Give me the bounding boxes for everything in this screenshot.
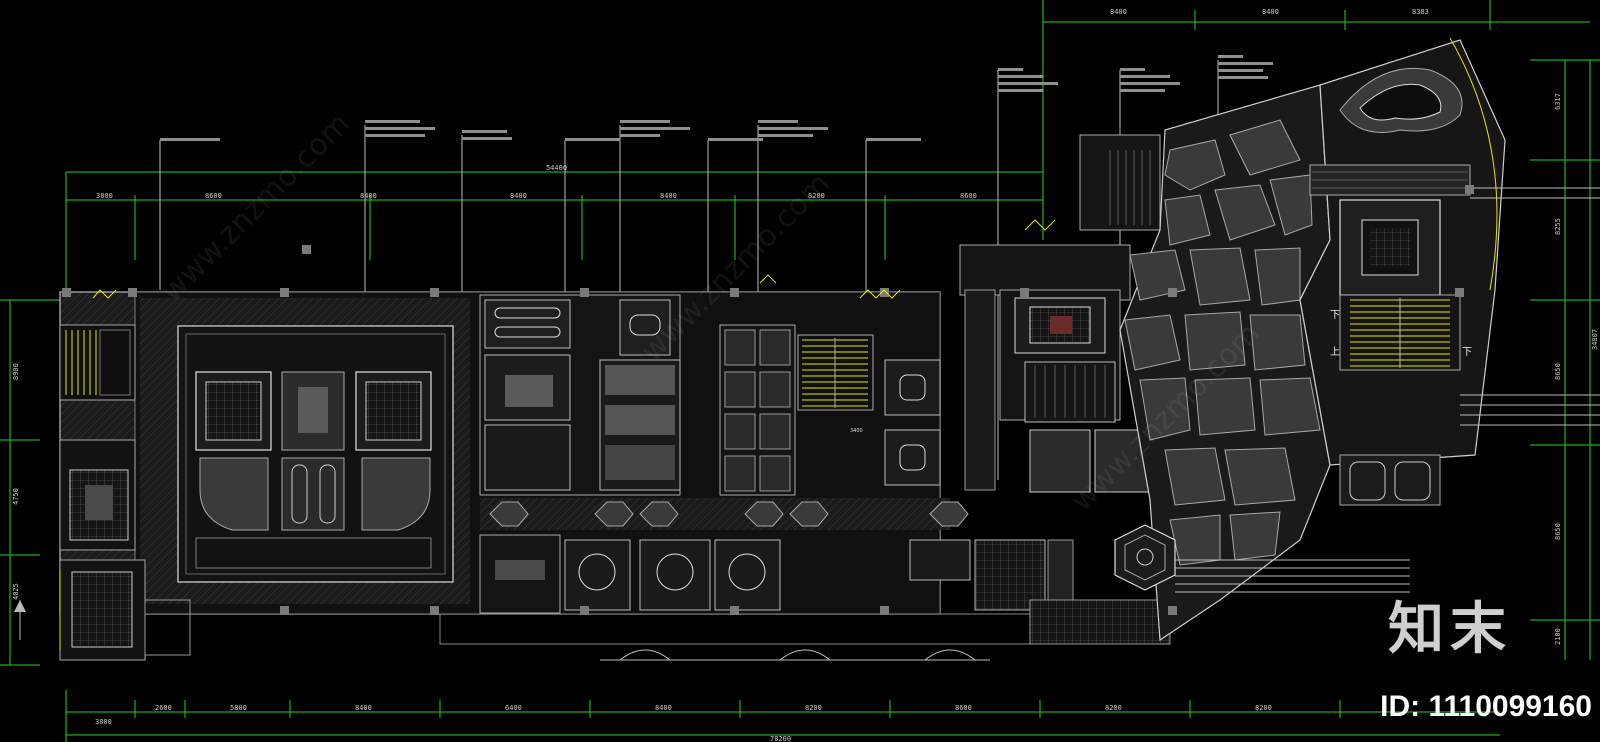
brand-logo: 知末 <box>1388 597 1512 662</box>
top-right-dim-2: 8400 <box>1262 8 1279 16</box>
right-dim-4: 8650 <box>1554 523 1562 540</box>
overall-bottom-dim: 78200 <box>770 735 791 742</box>
bottom-entrance-arcs <box>600 649 990 661</box>
east-block <box>959 134 1161 493</box>
center-stair <box>797 334 941 486</box>
right-dimension-chain <box>1530 59 1600 660</box>
bottom-dim-4: 8400 <box>355 704 372 712</box>
top-dim-7: 8600 <box>960 192 977 200</box>
annotation-note-bars <box>160 55 1273 141</box>
north-arrow-icon <box>14 600 26 640</box>
right-dim-1: 6317 <box>1554 93 1562 110</box>
top-dim-2: 8600 <box>205 192 222 200</box>
stair-label-up: 上 <box>1330 346 1340 358</box>
top-right-dim-3: 8383 <box>1412 8 1429 16</box>
left-dimension-chain <box>0 299 70 666</box>
top-dim-4: 8400 <box>510 192 527 200</box>
overall-top-dim: 54400 <box>546 164 567 172</box>
bottom-dim-6: 8400 <box>655 704 672 712</box>
lower-spa-rooms <box>439 534 1171 645</box>
hexagon-gazebo <box>1114 524 1176 591</box>
door-swings <box>92 219 1056 299</box>
bottom-dim-3: 5800 <box>230 704 247 712</box>
top-right-dim-1: 8400 <box>1110 8 1127 16</box>
bottom-dim-7: 8200 <box>805 704 822 712</box>
top-dimension-chain <box>65 0 1590 300</box>
bottom-dim-5: 6400 <box>505 704 522 712</box>
left-dim-3: 4025 <box>12 583 20 600</box>
bottom-dim-8: 8600 <box>955 704 972 712</box>
right-dim-2: 8255 <box>1554 218 1562 235</box>
left-dim-1: 8900 <box>12 363 20 380</box>
pebble-courtyard <box>1119 84 1331 642</box>
stair-label-down-left: 下 <box>1330 310 1340 321</box>
top-dim-6: 8200 <box>808 192 825 200</box>
bottom-dim-9: 8200 <box>1105 704 1122 712</box>
corridor-diamonds <box>480 498 969 530</box>
bottom-dimension-chain <box>65 690 1500 742</box>
right-dim-5: 2100 <box>1554 628 1562 645</box>
brand-id-text: ID: 1110099160 <box>1380 690 1592 723</box>
right-overall-dim: 34807 <box>1591 329 1599 350</box>
right-dim-3: 8650 <box>1554 363 1562 380</box>
middle-rooms <box>479 294 796 496</box>
top-dim-5: 8400 <box>660 192 677 200</box>
left-wing <box>59 324 191 661</box>
pool-zone <box>1299 37 1506 506</box>
top-dim-1: 3800 <box>96 192 113 200</box>
top-dim-3: 8400 <box>360 192 377 200</box>
right-leaders <box>1175 187 1600 593</box>
stair-label-down-right: 下 <box>1462 347 1472 358</box>
bottom-dim-1: 3800 <box>95 718 112 726</box>
left-dim-2: 4750 <box>12 488 20 505</box>
bottom-dim-10: 8200 <box>1255 704 1272 712</box>
bottom-dim-2: 2600 <box>155 704 172 712</box>
structural-columns <box>62 185 1474 615</box>
brand-watermark: 知末 <box>1360 600 1540 660</box>
stair-width-label: 3400 <box>850 428 863 434</box>
